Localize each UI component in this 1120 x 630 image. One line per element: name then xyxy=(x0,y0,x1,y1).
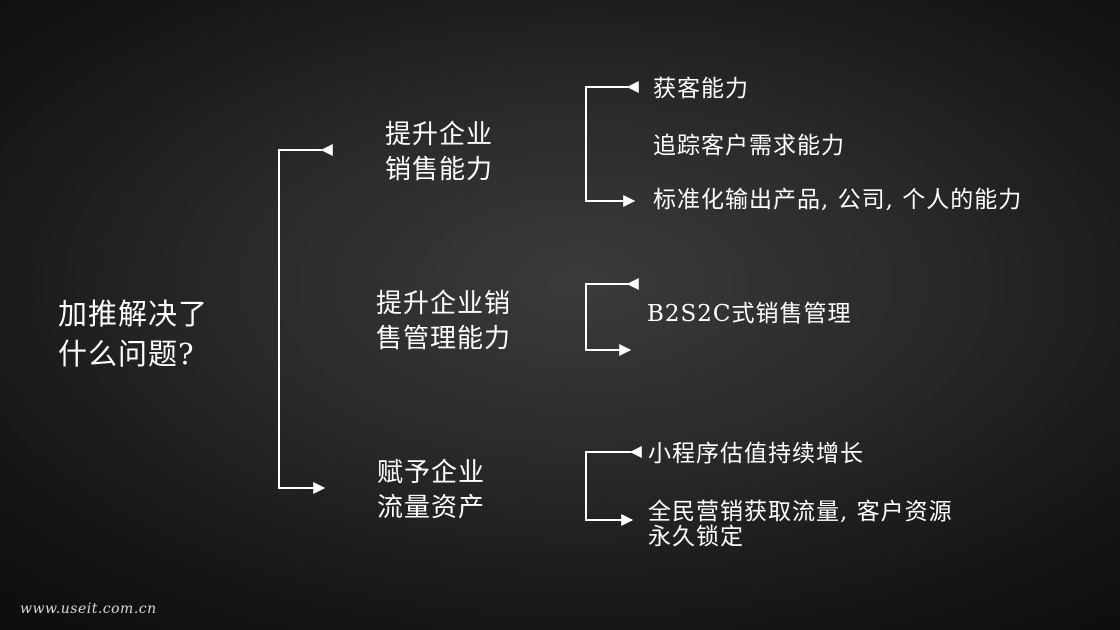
root-topic-line1: 加推解决了 xyxy=(58,297,209,331)
leaf-item: B2S2C式销售管理 xyxy=(647,301,852,327)
branch2-label: 提升企业销 售管理能力 xyxy=(376,287,511,357)
leaf-item: 小程序估值持续增长 xyxy=(648,441,864,467)
branch1-label: 提升企业 销售能力 xyxy=(385,118,493,188)
branch2-label-line2: 售管理能力 xyxy=(376,324,512,354)
leaf-item: 全民营销获取流量, 客户资源 xyxy=(648,499,953,525)
leaf-item: 追踪客户需求能力 xyxy=(653,133,845,159)
branch1-label-line1: 提升企业 xyxy=(385,120,494,150)
watermark: www.useit.com.cn xyxy=(20,601,157,617)
branch3-label: 赋予企业 流量资产 xyxy=(377,456,485,526)
branch3-label-line2: 流量资产 xyxy=(377,493,486,523)
branch2-bracket-line xyxy=(585,278,639,356)
branch3-bracket-line xyxy=(585,446,642,526)
root-topic: 加推解决了 什么问题? xyxy=(58,294,208,374)
main-bracket-line xyxy=(278,144,333,494)
branch1-label-line2: 销售能力 xyxy=(385,155,494,185)
branch3-label-line1: 赋予企业 xyxy=(377,458,486,488)
root-topic-line2: 什么问题? xyxy=(58,337,195,371)
leaf-item: 获客能力 xyxy=(653,76,749,102)
branch1-bracket-line xyxy=(585,81,639,207)
leaf-item: 标准化输出产品, 公司, 个人的能力 xyxy=(653,187,1023,213)
branch2-label-line1: 提升企业销 xyxy=(376,289,512,319)
leaf-item: 永久锁定 xyxy=(648,524,744,550)
